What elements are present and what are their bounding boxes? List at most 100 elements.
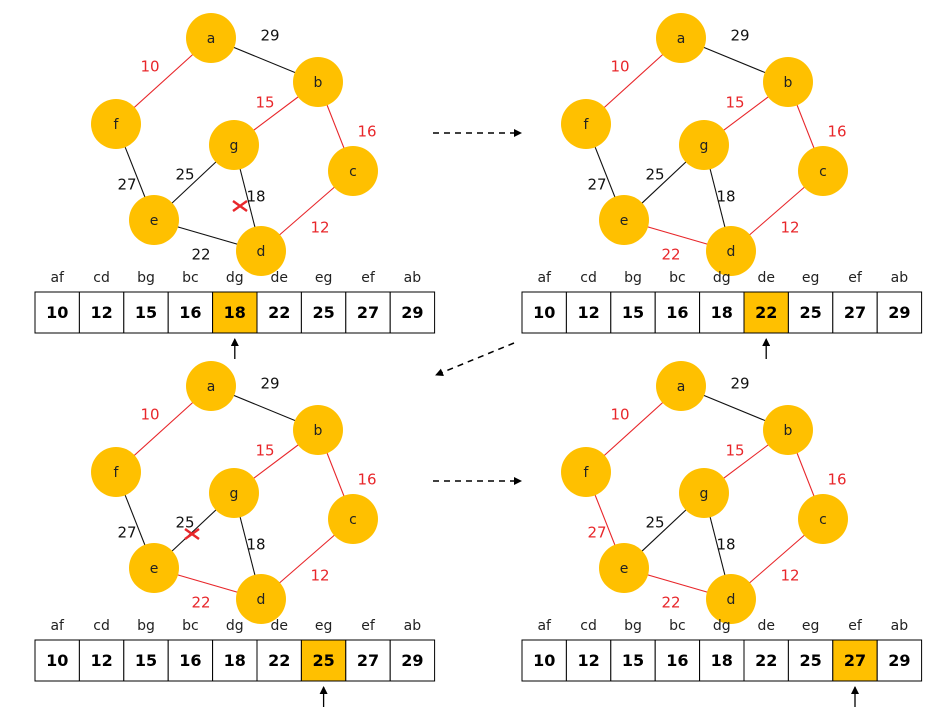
table-value-bc: 16 (179, 303, 201, 322)
edge-weight-ab: 29 (730, 375, 749, 393)
edge-weight-bg: 15 (255, 442, 274, 460)
edge-weight-eg: 25 (645, 514, 664, 532)
node-label-b: b (314, 423, 323, 439)
node-label-f: f (584, 465, 590, 481)
node-b (293, 405, 343, 455)
edge-weight-ed: 22 (191, 246, 210, 264)
table-value-bc: 16 (666, 303, 688, 322)
table-header-eg: eg (315, 618, 333, 634)
table-cell-af (34, 291, 80, 334)
edge-weight-gd: 18 (246, 536, 265, 554)
node-label-f: f (584, 117, 590, 133)
table-value-ef: 27 (357, 303, 379, 322)
node-c (798, 494, 848, 544)
table-value-eg: 25 (799, 651, 821, 670)
node-d (706, 574, 756, 624)
table-header-af: af (50, 618, 65, 634)
table-value-ab: 29 (888, 303, 910, 322)
node-e (129, 195, 179, 245)
table-header-cd: cd (580, 270, 597, 286)
table-cell-de (743, 639, 789, 682)
table-value-de: 22 (268, 303, 290, 322)
node-label-c: c (819, 164, 827, 180)
table-value-ab: 29 (401, 651, 423, 670)
table-cell-ab (876, 639, 923, 682)
node-label-b: b (784, 75, 793, 91)
edge-weight-bg: 15 (725, 442, 744, 460)
node-label-a: a (207, 31, 216, 47)
table-cell-bg (123, 639, 169, 682)
table-cell-dg (699, 291, 745, 334)
table-header-af: af (50, 270, 65, 286)
table-cell-de (743, 291, 789, 334)
table-value-af: 10 (533, 303, 555, 322)
edge-weight-af: 10 (610, 58, 629, 76)
node-e (599, 543, 649, 593)
table-header-ab: ab (404, 618, 422, 634)
table-header-eg: eg (315, 270, 333, 286)
table-cell-bc (654, 291, 701, 334)
table-value-de: 22 (755, 651, 777, 670)
table-header-dg: dg (226, 618, 244, 634)
edge-weight-ab: 29 (260, 27, 279, 45)
table-cell-ab (389, 291, 436, 334)
table-value-dg: 18 (711, 651, 733, 670)
step-panel-1: 102915161227251822abcdefgaf10cd12bg15bc1… (34, 13, 436, 359)
node-label-f: f (114, 465, 120, 481)
table-value-af: 10 (46, 651, 68, 670)
table-value-bc: 16 (179, 651, 201, 670)
table-value-bg: 15 (622, 303, 644, 322)
table-header-eg: eg (802, 618, 820, 634)
node-label-c: c (349, 512, 357, 528)
node-c (328, 494, 378, 544)
table-header-ef: ef (361, 270, 376, 286)
edge-weight-bc: 16 (357, 471, 376, 489)
edge-weight-gd: 18 (716, 188, 735, 206)
table-header-bc: bc (182, 270, 199, 286)
edge-weight-fe: 27 (117, 524, 136, 542)
edge-weight-eg: 25 (175, 166, 194, 184)
table-value-ef: 27 (844, 651, 866, 670)
table-header-af: af (537, 618, 552, 634)
table-header-cd: cd (580, 618, 597, 634)
edge-weight-eg: 25 (645, 166, 664, 184)
node-label-d: d (727, 592, 736, 608)
node-label-a: a (207, 379, 216, 395)
rejected-mark-icon (184, 528, 200, 540)
node-c (798, 146, 848, 196)
table-header-ab: ab (891, 618, 909, 634)
table-header-de: de (757, 270, 775, 286)
table-header-cd: cd (93, 618, 110, 634)
table-value-de: 22 (755, 303, 777, 322)
table-header-de: de (270, 618, 288, 634)
step-panel-3: 102915161227251822abcdefgaf10cd12bg15bc1… (34, 361, 436, 707)
table-value-de: 22 (268, 651, 290, 670)
table-header-bc: bc (669, 618, 686, 634)
table-header-ef: ef (361, 618, 376, 634)
table-cell-bg (610, 639, 656, 682)
edge-weight-gd: 18 (246, 188, 265, 206)
edge-weight-cd: 12 (780, 567, 799, 585)
edge-weight-fe: 27 (587, 524, 606, 542)
edge-weight-bc: 16 (827, 123, 846, 141)
table-header-ef: ef (848, 270, 863, 286)
table-cell-cd (78, 639, 125, 682)
node-label-e: e (620, 561, 629, 577)
table-cell-cd (78, 291, 125, 334)
table-value-eg: 25 (312, 303, 334, 322)
table-cell-eg (300, 291, 347, 334)
table-header-de: de (270, 270, 288, 286)
table-value-ef: 27 (844, 303, 866, 322)
edge-weight-bc: 16 (357, 123, 376, 141)
node-a (186, 13, 236, 63)
table-value-eg: 25 (799, 303, 821, 322)
table-header-bc: bc (669, 270, 686, 286)
node-label-g: g (700, 138, 709, 154)
node-d (706, 226, 756, 276)
table-header-bg: bg (624, 270, 642, 286)
